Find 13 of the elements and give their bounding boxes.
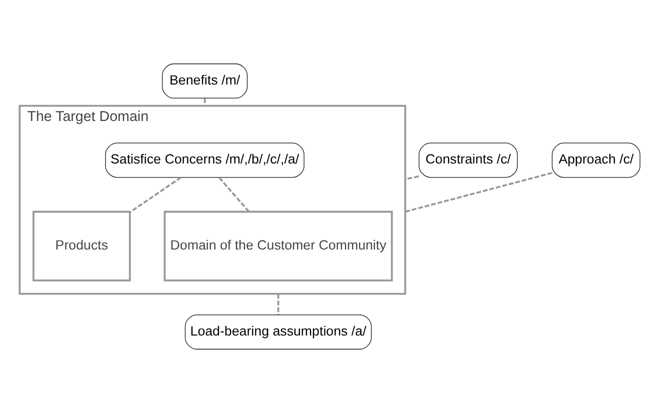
- connector: [204, 98, 206, 106]
- node-box: Products: [32, 210, 131, 282]
- node-box: Approach /c/: [552, 142, 640, 178]
- node-box: Constraints /c/: [418, 142, 518, 178]
- connector: [218, 177, 250, 212]
- node-box: Benefits /m/: [162, 63, 248, 99]
- connector: [405, 175, 419, 180]
- node-box: Domain of the Customer Community: [164, 210, 393, 282]
- connector: [130, 176, 182, 213]
- node-box: Load-bearing assumptions /a/: [184, 314, 372, 350]
- connector: [277, 294, 280, 315]
- node-box: Satisfice Concerns /m/,/b/,/c/,/a/: [105, 142, 304, 178]
- connector: [404, 172, 552, 213]
